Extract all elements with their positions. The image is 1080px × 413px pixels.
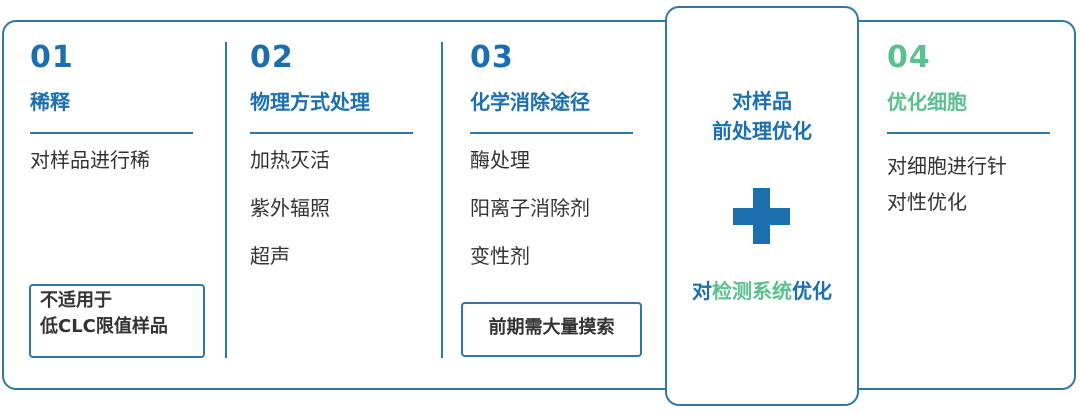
- list-item: 加热灭活: [250, 148, 330, 172]
- process-panel: [2, 20, 1076, 390]
- note-box-chemical: 前期需大量摸索: [461, 302, 642, 357]
- title-divider: [250, 132, 413, 134]
- center-card: 对样品 前处理优化 对检测系统优化: [665, 6, 859, 406]
- center-bottom-part: 检测系统: [712, 279, 792, 303]
- note-line: 不适用于: [40, 290, 112, 311]
- step-title: 稀释: [30, 90, 70, 114]
- list-item: 变性剂: [470, 244, 530, 268]
- center-title: 对样品 前处理优化: [667, 86, 857, 146]
- note-line: 低CLC限值样品: [40, 316, 168, 337]
- title-divider: [470, 132, 633, 134]
- title-divider: [30, 132, 193, 134]
- note-box-dilution: 不适用于 低CLC限值样品: [29, 284, 205, 358]
- list-item: 对样品进行稀: [30, 148, 150, 172]
- step-number: 03: [470, 40, 514, 75]
- center-bottom-part: 优化: [792, 279, 832, 303]
- step-items: 对细胞进行针 对性优化: [887, 148, 1050, 220]
- step-items: 酶处理 阳离子消除剂 变性剂: [470, 148, 633, 268]
- list-item: 紫外辐照: [250, 196, 330, 220]
- column-divider: [441, 42, 443, 358]
- step-number: 04: [887, 40, 931, 75]
- list-item: 对细胞进行针: [887, 154, 1007, 178]
- step-title: 优化细胞: [887, 90, 967, 114]
- note-line: 前期需大量摸索: [488, 317, 615, 338]
- step-number: 01: [30, 40, 74, 75]
- step-items: 加热灭活 紫外辐照 超声: [250, 148, 413, 268]
- column-chemical: 03 化学消除途径 酶处理 阳离子消除剂 变性剂: [470, 40, 633, 268]
- step-title: 化学消除途径: [470, 90, 590, 114]
- center-title-line: 前处理优化: [712, 119, 812, 143]
- title-divider: [887, 132, 1050, 134]
- center-bottom-label: 对检测系统优化: [667, 276, 857, 306]
- column-divider: [225, 42, 227, 358]
- list-item: 超声: [250, 244, 290, 268]
- list-item: 对性优化: [887, 190, 967, 214]
- step-number: 02: [250, 40, 294, 75]
- column-physical: 02 物理方式处理 加热灭活 紫外辐照 超声: [250, 40, 413, 268]
- step-title: 物理方式处理: [250, 90, 370, 114]
- center-bottom-part: 对: [692, 279, 712, 303]
- list-item: 阳离子消除剂: [470, 196, 590, 220]
- column-dilution: 01 稀释 对样品进行稀: [30, 40, 193, 172]
- column-cell: 04 优化细胞 对细胞进行针 对性优化: [887, 40, 1050, 220]
- list-item: 酶处理: [470, 148, 530, 172]
- center-title-line: 对样品: [732, 89, 792, 113]
- step-items: 对样品进行稀: [30, 148, 193, 172]
